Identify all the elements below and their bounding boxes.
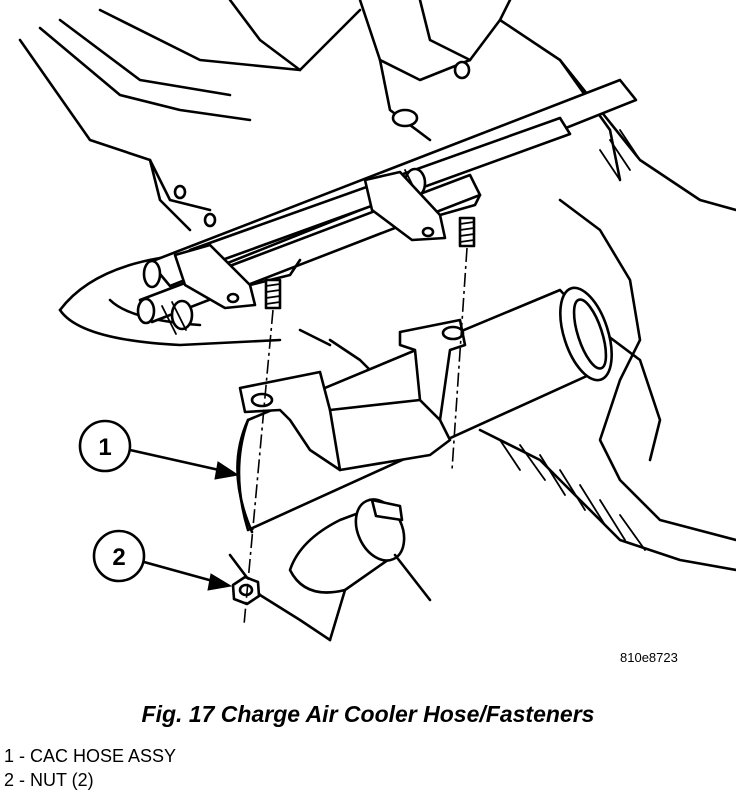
callout-2-label: 2 (112, 544, 125, 571)
figure-caption: Fig. 17 Charge Air Cooler Hose/Fasteners (141, 701, 595, 727)
technical-illustration: 1 2 (18, 0, 736, 642)
legend-item: 2 - NUT (2) (4, 770, 94, 790)
alignment-centerlines (243, 247, 468, 626)
cac-hose-assembly (228, 286, 613, 642)
callout-1-label: 1 (98, 434, 111, 461)
callout-2-arrowhead (207, 573, 233, 591)
callout-1-arrowhead (214, 461, 240, 480)
mounting-studs (264, 216, 476, 310)
frame-rail (478, 198, 736, 572)
callout-1: 1 (78, 419, 240, 480)
legend-item: 1 - CAC HOSE ASSY (4, 746, 177, 766)
tube-brackets (173, 170, 482, 310)
callout-2: 2 (92, 529, 233, 591)
engine-block-background (18, 0, 736, 232)
image-code: 810e8723 (620, 650, 678, 665)
legend: 1 - CAC HOSE ASSY 2 - NUT (2) (4, 744, 176, 792)
hex-nut (231, 575, 261, 606)
